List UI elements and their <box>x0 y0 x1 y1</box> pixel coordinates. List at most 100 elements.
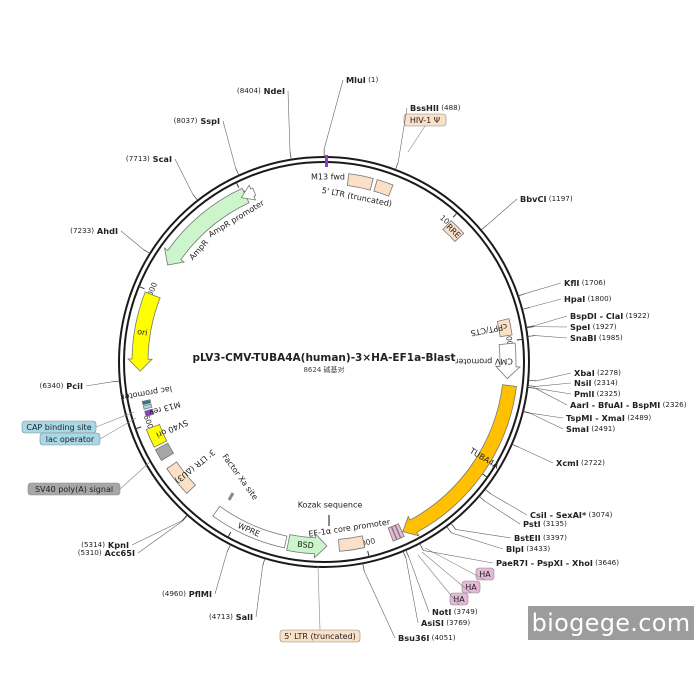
site-name: AsiSI <box>421 618 444 628</box>
ltr5-trunc-box <box>346 173 374 191</box>
site-name: XbaI <box>574 368 595 378</box>
site-name: Bsu36I <box>398 633 429 643</box>
site-pos: (4960) <box>162 589 186 598</box>
ha-tag-2-text: HA <box>465 583 477 592</box>
site-tick <box>527 385 536 387</box>
site-label: (5310) Acc65I <box>78 548 135 558</box>
site-name: Acc65I <box>102 548 135 558</box>
tick-mark <box>227 531 232 538</box>
site-leader <box>535 387 572 395</box>
site-name: KflI <box>564 278 579 288</box>
site-label: BspDI - ClaI (1922) <box>570 311 650 321</box>
site-pos: (3135) <box>541 519 567 528</box>
tick-mark <box>452 212 458 218</box>
site-name: NotI <box>432 607 451 617</box>
site-pos: (1800) <box>585 294 611 303</box>
site-label: BstEII (3397) <box>514 533 567 543</box>
site-name: HpaI <box>564 294 585 304</box>
site-name: NdeI <box>261 86 285 96</box>
site-label: (7233) AhdI <box>70 226 118 236</box>
site-name: BstEII <box>514 533 541 543</box>
site-pos: (8037) <box>174 116 198 125</box>
site-leader <box>536 372 572 382</box>
m13-fwd-label: M13 fwd <box>311 173 345 182</box>
site-tick <box>182 514 188 522</box>
site-tick <box>362 563 365 572</box>
ori-arrow <box>127 291 161 372</box>
site-label: HpaI (1800) <box>564 294 612 304</box>
site-label: SmaI (2491) <box>566 424 615 434</box>
site-spei: SpeI (1927) <box>526 322 617 332</box>
site-label: Bsu36I (4051) <box>398 633 456 643</box>
site-label: PstI (3135) <box>523 519 567 529</box>
site-pos: (4051) <box>429 633 455 642</box>
site-pflmi: (4960) PflMI <box>162 544 232 599</box>
site-pos: (2325) <box>594 389 620 398</box>
site-pos: (5310) <box>78 548 102 557</box>
lac-operator-tag: lac operator <box>39 432 101 446</box>
site-name: BssHII <box>410 103 439 113</box>
site-leader <box>408 557 430 613</box>
hiv-psi-tag-text: HIV-1 Ψ <box>410 116 440 125</box>
site-pos: (2491) <box>589 424 615 433</box>
site-leader <box>174 158 194 195</box>
site-tick <box>527 335 536 337</box>
site-tick <box>527 386 536 389</box>
site-pos: (2326) <box>660 400 686 409</box>
site-leader <box>222 120 236 169</box>
site-tick <box>405 549 410 558</box>
site-label: AarI - BfuAI - BspMI (2326) <box>570 400 687 410</box>
site-tick <box>262 558 266 567</box>
tag-leader <box>407 125 426 153</box>
site-pos: (1706) <box>579 278 605 287</box>
ha-tag-3-text: HA <box>453 595 465 604</box>
site-leader <box>214 551 228 595</box>
site-xcmi: XcmI (2722) <box>511 443 605 468</box>
ef1a-label: EF-1α core promoter <box>308 517 392 538</box>
plasmid-size: 8624 碱基对 <box>303 365 344 374</box>
site-tick <box>143 249 151 254</box>
site-pos: (7713) <box>126 154 150 163</box>
cppt-box <box>496 318 513 338</box>
factor-xa-label: Factor Xa site <box>220 452 259 501</box>
site-label: AsiSI (3769) <box>421 618 470 628</box>
tag-leader <box>417 554 460 606</box>
tag-leader <box>421 551 472 594</box>
hiv-psi-box <box>373 179 394 197</box>
site-leader <box>490 493 528 516</box>
ha-box-1 <box>394 523 405 539</box>
tag-leader <box>317 565 321 631</box>
site-kpni: (5314) KpnI <box>81 514 188 550</box>
ef1a-box <box>338 535 366 552</box>
site-pos: (488) <box>439 103 461 112</box>
site-tick <box>450 522 456 530</box>
site-bsshii: BssHII (488) <box>395 103 461 170</box>
site-tspmi-xmai: TspMI - XmaI (2489) <box>522 410 651 423</box>
site-aari-bfuai-bspmi: AarI - BfuAI - BspMI (2326) <box>527 386 687 410</box>
site-tick <box>528 379 537 382</box>
site-leader <box>405 558 419 624</box>
site-name: SpeI <box>570 322 590 332</box>
site-leader <box>423 550 494 564</box>
site-csii: CsiI - SexAI* (3074) <box>484 488 613 520</box>
site-name: MluI <box>346 75 366 85</box>
site-label: XcmI (2722) <box>556 458 605 468</box>
ltr3-box <box>166 461 196 494</box>
site-tick <box>522 411 531 414</box>
ha-tag-1-text: HA <box>479 570 491 579</box>
lac-operator-box <box>142 403 153 410</box>
site-name: PstI <box>523 519 541 529</box>
site-name: PmlI <box>574 389 594 399</box>
site-leader <box>323 79 344 150</box>
sv40-polya-tag: SV40 poly(A) signal <box>27 482 121 496</box>
watermark: biogege.com <box>528 606 694 640</box>
factor-xa-mark <box>227 492 235 501</box>
sv40-polya-tag-text: SV40 poly(A) signal <box>35 485 113 494</box>
tick-mark <box>516 338 523 341</box>
bsd-arrow <box>286 532 328 559</box>
m13-fwd-mark <box>325 155 328 167</box>
cmv-label: CMV promoter <box>454 357 512 366</box>
site-tick <box>181 514 188 521</box>
site-label: (8037) SspI <box>174 116 220 126</box>
tag-leader <box>424 547 486 581</box>
